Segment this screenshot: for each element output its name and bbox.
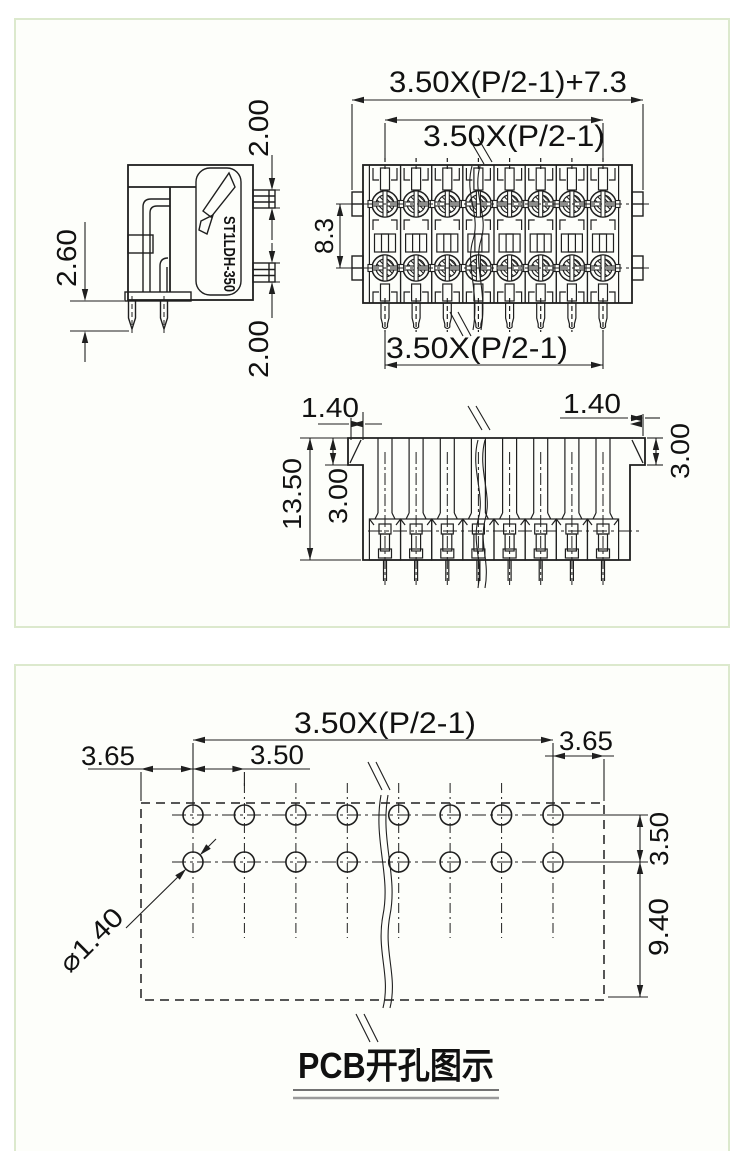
dim-pin-protrusion: 2.60 — [51, 229, 82, 287]
dim-flange-left: 3.00 — [323, 468, 353, 524]
dim-overall-width: 3.50X(P/2-1)+7.3 — [389, 66, 627, 99]
pcb-diagram-title: PCB开孔图示 — [298, 1045, 494, 1086]
connector-views-drawing: ST1LDH-350 2.00 — [51, 66, 695, 589]
break-lines-pcb — [355, 761, 393, 1043]
pcb-dimensions — [88, 739, 648, 998]
dim-chamfer-right: 1.40 — [563, 388, 621, 419]
pcb-drilling-drawing: 3.50X(P/2-1) 3.65 3.50 3.65 3.50 9.40 ⌀1… — [53, 707, 674, 1100]
dim-hole-span: 3.50X(P/2-1) — [294, 707, 476, 740]
dim-hole-pitch: 3.50 — [250, 740, 304, 770]
front-view: 1.40 1.40 13.50 3.00 3.00 — [277, 388, 695, 589]
dim-height: 13.50 — [277, 458, 307, 530]
pcb-layout-panel: 3.50X(P/2-1) 3.65 3.50 3.65 3.50 9.40 ⌀1… — [14, 664, 730, 1151]
brand-logo-icon — [198, 171, 236, 235]
dim-chamfer-left: 1.40 — [301, 392, 359, 423]
dim-flange-right: 3.00 — [665, 423, 695, 479]
dim-board-depth: 9.40 — [643, 898, 674, 956]
top-view-dimensions — [339, 99, 644, 369]
part-number-label: ST1LDH-350 — [220, 216, 237, 292]
dim-hole-diameter: ⌀1.40 — [53, 902, 129, 978]
front-view-dimensions — [300, 412, 663, 561]
dim-row-spacing: 8.3 — [309, 218, 339, 254]
drill-holes — [182, 782, 564, 939]
side-view: ST1LDH-350 2.00 — [51, 99, 280, 378]
dim-margin-left: 3.65 — [81, 741, 135, 771]
connector-views-panel: ST1LDH-350 2.00 — [14, 18, 730, 628]
break-lines — [449, 137, 493, 337]
pcb-board-outline — [140, 802, 605, 1001]
dim-pitch-span: 3.50X(P/2-1) — [423, 120, 605, 153]
dim-pitch-span-bottom: 3.50X(P/2-1) — [386, 332, 568, 365]
dim-margin-right: 3.65 — [559, 726, 613, 756]
top-view: 3.50X(P/2-1)+7.3 3.50X(P/2-1) 8.3 3.50X(… — [309, 66, 652, 369]
break-lines-front — [467, 405, 491, 589]
dim-row-gap: 3.50 — [644, 812, 674, 866]
dim-stub-bottom: 2.00 — [243, 320, 274, 378]
dim-stub-top: 2.00 — [243, 99, 274, 157]
